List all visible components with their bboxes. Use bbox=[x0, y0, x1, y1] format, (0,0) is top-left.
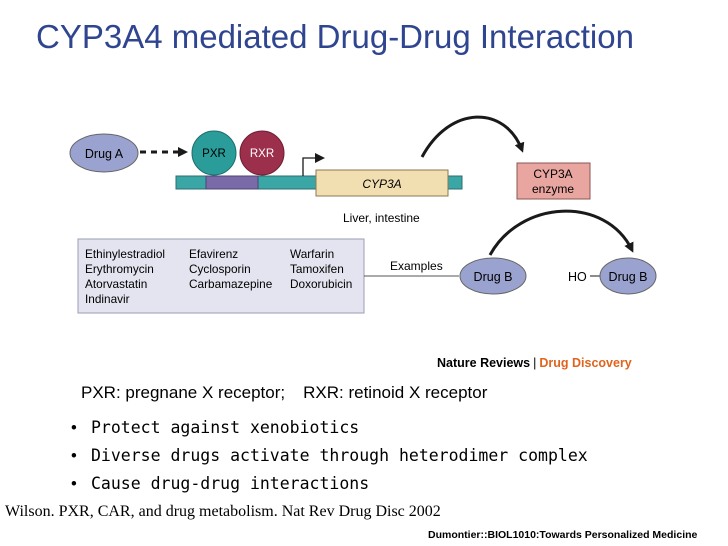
drug-a-oval bbox=[69, 133, 139, 173]
rxr-circle bbox=[239, 130, 285, 176]
bullet-dot: • bbox=[71, 419, 77, 437]
cyp3a-gene-box bbox=[315, 169, 449, 197]
rxr-definition: RXR: retinoid X receptor bbox=[303, 383, 488, 402]
drug-col2-item: Cyclosporin bbox=[189, 262, 251, 276]
journal-separator: | bbox=[533, 356, 537, 370]
bullet-text: Diverse drugs activate through heterodim… bbox=[91, 446, 588, 465]
drug-col3-item: Tamoxifen bbox=[290, 262, 344, 276]
ho-label: HO bbox=[568, 270, 587, 284]
enzyme-label-line1: CYP3A bbox=[533, 167, 572, 181]
receptor-definitions: PXR: pregnane X receptor; RXR: retinoid X… bbox=[81, 383, 487, 403]
transcription-start-arrow bbox=[302, 153, 325, 176]
drug-col1-item: Atorvastatin bbox=[85, 277, 147, 291]
examples-drug-box bbox=[77, 238, 365, 314]
cyp3a-gene-label: CYP3A bbox=[362, 177, 401, 191]
oxidized-drug-b-oval bbox=[599, 257, 657, 295]
drug-col1-item: Ethinylestradiol bbox=[85, 247, 165, 261]
pxr-definition: PXR: pregnane X receptor; bbox=[81, 383, 286, 402]
rxr-label: RXR bbox=[250, 148, 274, 160]
pxr-label: PXR bbox=[202, 148, 226, 160]
bullet-text: Protect against xenobiotics bbox=[91, 418, 360, 437]
citation: Wilson. PXR, CAR, and drug metabolism. N… bbox=[5, 503, 441, 520]
drug-b-oval bbox=[459, 257, 527, 295]
slide-title: CYP3A4 mediated Drug-Drug Interaction bbox=[36, 18, 634, 55]
drug-b-label: Drug B bbox=[474, 270, 513, 284]
drug-col2-item: Efavirenz bbox=[189, 247, 238, 261]
footer-credit: Dumontier::BIOL1010:Towards Personalized… bbox=[428, 529, 698, 541]
bullet-dot: • bbox=[71, 475, 77, 493]
metabolism-arrow bbox=[488, 209, 634, 256]
examples-label: Examples bbox=[390, 259, 443, 273]
receptor-binding-element bbox=[205, 175, 259, 190]
drug-col1-item: Indinavir bbox=[85, 292, 130, 306]
bullet-item: • Diverse drugs activate through heterodi… bbox=[71, 442, 588, 470]
bullet-item: • Protect against xenobiotics bbox=[71, 414, 588, 442]
drug-col3-item: Doxorubicin bbox=[290, 277, 352, 291]
location-label: Liver, intestine bbox=[343, 211, 420, 225]
journal-name: Nature Reviews bbox=[437, 356, 531, 370]
pxr-circle bbox=[191, 130, 237, 176]
drug-a-label: Drug A bbox=[85, 147, 124, 161]
enzyme-label-line2: enzyme bbox=[532, 182, 574, 196]
journal-credit: Nature Reviews|Drug Discovery bbox=[437, 356, 632, 370]
expression-arrow bbox=[420, 115, 525, 158]
journal-section: Drug Discovery bbox=[539, 356, 632, 370]
drug-col1-item: Erythromycin bbox=[85, 262, 154, 276]
bullet-list: • Protect against xenobiotics • Diverse dr… bbox=[71, 414, 588, 498]
bullet-text: Cause drug-drug interactions bbox=[91, 474, 370, 493]
drug-col3-item: Warfarin bbox=[290, 247, 334, 261]
bullet-item: • Cause drug-drug interactions bbox=[71, 470, 588, 498]
drug-col2-item: Carbamazepine bbox=[189, 277, 273, 291]
oxidized-drug-b-label: Drug B bbox=[609, 270, 648, 284]
bullet-dot: • bbox=[71, 447, 77, 465]
cyp3a-enzyme-box bbox=[516, 162, 591, 200]
